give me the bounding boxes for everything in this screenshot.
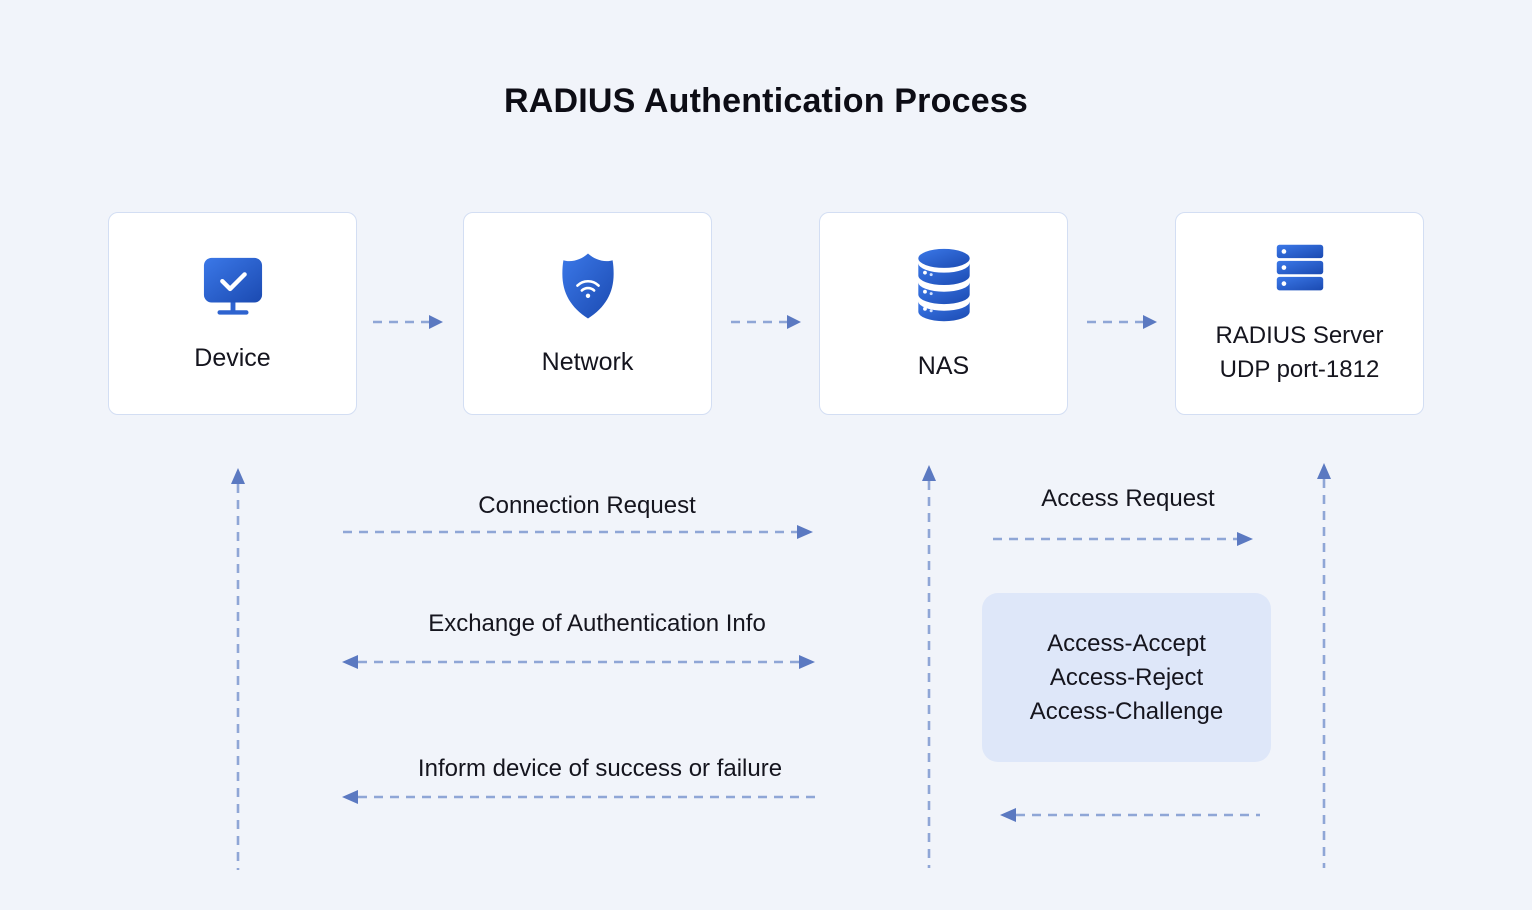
message-exchange-auth-label: Exchange of Authentication Info — [428, 610, 766, 637]
node-nas-label: NAS — [917, 351, 970, 380]
node-nas: NAS — [819, 212, 1068, 415]
lifeline-radius-server — [1317, 463, 1331, 868]
lifeline-nas — [922, 465, 936, 868]
node-radius-server-label-line1: RADIUS Server — [1215, 322, 1384, 349]
arrow-network-to-nas — [731, 315, 801, 329]
arrow-exchange-auth — [342, 655, 815, 669]
arrow-nas-to-radius-server — [1087, 315, 1157, 329]
message-inform-result-label: Inform device of success or failure — [417, 755, 783, 782]
response-access-reject: Access-Reject — [1049, 663, 1204, 691]
database-icon — [913, 247, 975, 330]
message-connection-request-label: Connection Request — [478, 492, 696, 519]
message-access-request-label: Access Request — [1041, 485, 1215, 512]
server-rack-icon — [1275, 240, 1325, 301]
arrow-connection-request — [343, 525, 813, 539]
monitor-check-icon — [201, 255, 265, 322]
server-response-box: Access-Accept Access-Reject Access-Chall… — [982, 593, 1271, 762]
response-access-challenge: Access-Challenge — [1029, 697, 1224, 725]
arrow-inform-result — [342, 790, 818, 804]
node-network: Network — [463, 212, 712, 415]
lifeline-device — [231, 468, 245, 870]
arrow-server-response — [1000, 808, 1260, 822]
node-radius-server-label-line2: UDP port-1812 — [1219, 356, 1380, 383]
arrow-device-to-network — [373, 315, 443, 329]
node-device: Device — [108, 212, 357, 415]
node-radius-server: RADIUS Server UDP port-1812 — [1175, 212, 1424, 415]
node-device-label: Device — [194, 343, 271, 372]
shield-wifi-icon — [556, 251, 620, 326]
response-access-accept: Access-Accept — [1047, 629, 1206, 657]
arrow-access-request — [993, 532, 1253, 546]
node-network-label: Network — [541, 347, 634, 376]
page-title: RADIUS Authentication Process — [503, 82, 1029, 120]
node-radius-server-label: RADIUS Server UDP port-1812 — [1215, 319, 1383, 387]
